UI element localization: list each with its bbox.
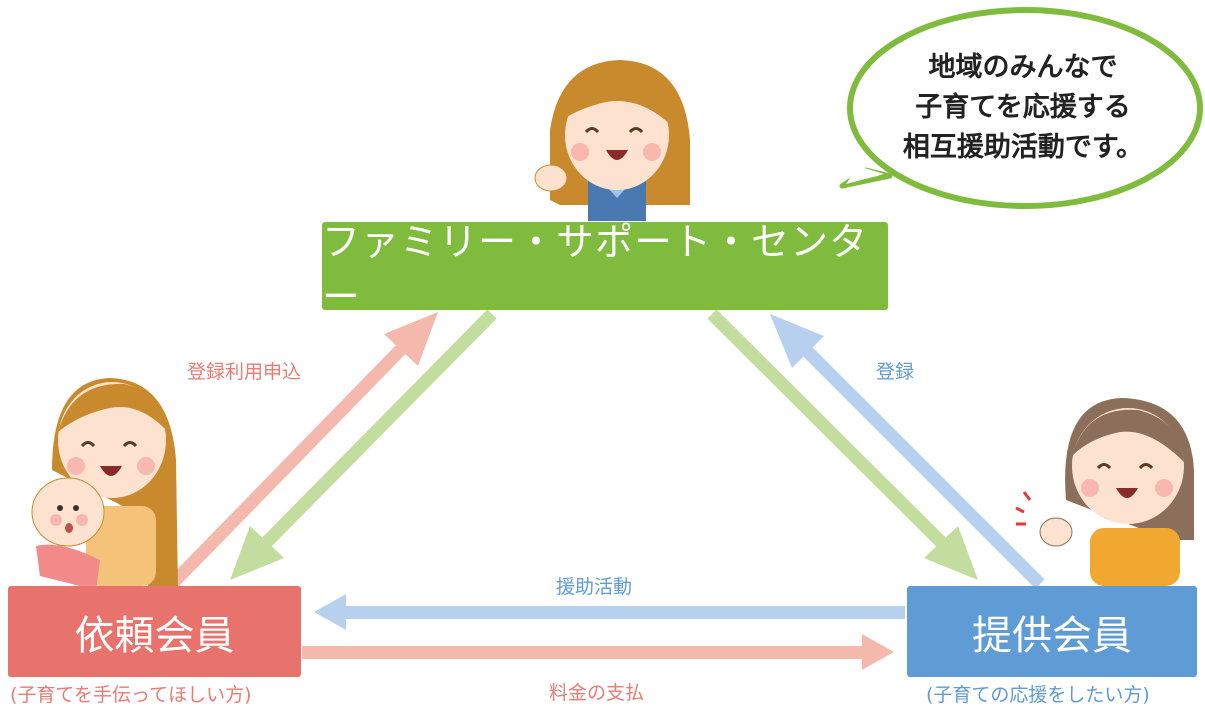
center-label: ファミリー・サポート・センター bbox=[322, 220, 869, 319]
provider-member-box: 提供会員 bbox=[907, 586, 1197, 677]
arrow-support-activity bbox=[314, 594, 905, 630]
bubble-line: 子育てを応援する bbox=[915, 92, 1131, 123]
speech-bubble bbox=[839, 7, 1203, 209]
arrow-register-use bbox=[167, 312, 438, 589]
bubble-line: 地域のみんなで bbox=[928, 52, 1118, 83]
provider-label: 提供会員 bbox=[972, 612, 1132, 659]
mother-with-baby-icon bbox=[31, 378, 178, 590]
label-register-use: 登録利用申込 bbox=[187, 361, 302, 383]
provider-sublabel: (子育ての応援をしたい方) bbox=[926, 684, 1150, 706]
arrow-center-to-provider bbox=[707, 309, 978, 580]
label-register: 登録 bbox=[876, 361, 915, 383]
arrow-fee-payment bbox=[302, 634, 894, 670]
arrow-register bbox=[770, 314, 1045, 589]
bubble-line: 相互援助活動です。 bbox=[902, 132, 1144, 163]
requester-label: 依頼会員 bbox=[74, 612, 235, 659]
requester-sublabel: (子育てを手伝ってほしい方) bbox=[10, 684, 252, 706]
helper-woman-icon bbox=[1015, 398, 1194, 586]
arrow-center-to-requester bbox=[230, 309, 497, 580]
label-support-activity: 援助活動 bbox=[556, 576, 633, 598]
speech-bubble-text: 地域のみんなで 子育てを応援する 相互援助活動です。 bbox=[848, 48, 1198, 168]
label-fee-payment: 料金の支払 bbox=[549, 682, 645, 704]
staff-woman-icon bbox=[534, 60, 690, 221]
family-support-center-box: ファミリー・サポート・センター bbox=[322, 220, 888, 319]
requester-member-box: 依頼会員 bbox=[8, 586, 301, 677]
